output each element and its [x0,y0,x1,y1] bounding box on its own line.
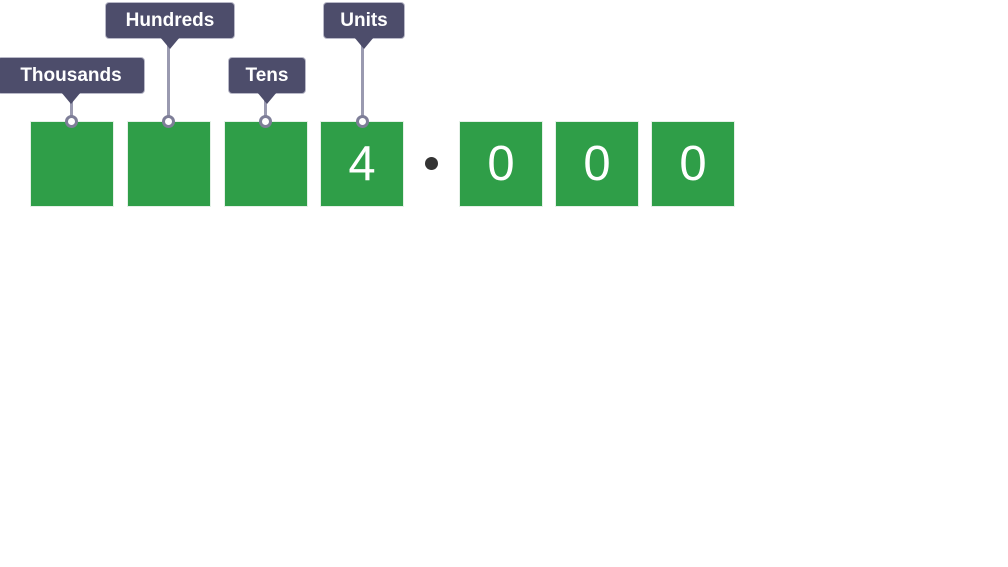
place-cell-tens[interactable] [224,121,308,207]
callout-text-hundreds: Hundreds [125,10,215,31]
callout-text-units: Units [340,10,388,31]
digit-hundredths: 0 [583,136,611,191]
anchor-ring-tens [259,115,272,128]
callout-tip-icon [160,37,180,49]
callout-text-tens: Tens [245,65,289,86]
callout-label-units[interactable]: Units [323,2,405,49]
place-cell-tenths[interactable]: 0 [459,121,543,207]
digit-thousandths: 0 [679,136,707,191]
place-cell-thousandths[interactable]: 0 [651,121,735,207]
callout-tip-icon [257,92,277,104]
callout-tip-icon [354,37,374,49]
connector-line-hundreds [167,38,170,121]
place-cell-hundredths[interactable]: 0 [555,121,639,207]
place-cell-hundreds[interactable] [127,121,211,207]
digit-units: 4 [348,136,376,191]
place-cell-thousands[interactable] [30,121,114,207]
connector-line-units [361,38,364,121]
callout-label-tens[interactable]: Tens [228,57,306,104]
anchor-ring-thousands [65,115,78,128]
anchor-ring-units [356,115,369,128]
callout-label-hundreds[interactable]: Hundreds [105,2,235,49]
connector-line-thousands [70,93,73,121]
place-cell-units[interactable]: 4 [320,121,404,207]
connector-line-tens [264,93,267,121]
callout-text-thousands: Thousands [20,65,122,86]
callout-tip-icon [61,92,81,104]
anchor-ring-hundreds [162,115,175,128]
digit-tenths: 0 [487,136,515,191]
callout-label-thousands[interactable]: Thousands [0,57,145,104]
decimal-point-marker [425,157,438,170]
